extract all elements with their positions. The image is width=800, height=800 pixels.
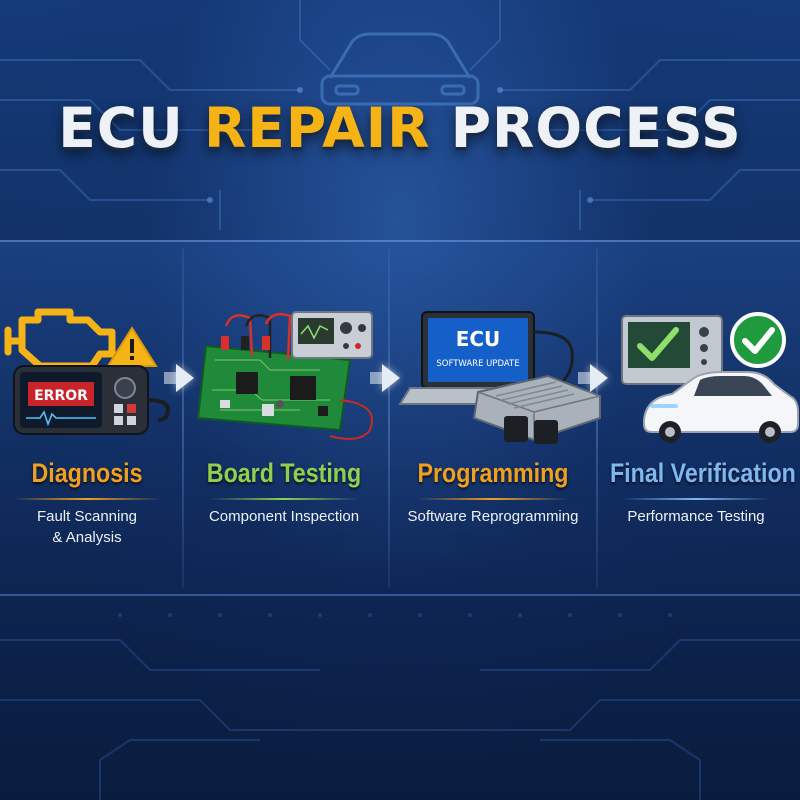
flow-arrow-tail xyxy=(164,372,178,384)
flow-arrow-icon xyxy=(590,364,608,392)
step-underline xyxy=(621,498,771,500)
title-word-repair: REPAIR xyxy=(203,96,431,160)
step-underline xyxy=(12,498,162,500)
step-subtitle-diagnosis: Fault Scanning & Analysis xyxy=(36,508,138,546)
flow-arrow-icon xyxy=(382,364,400,392)
page-title: ECU REPAIR PROCESS xyxy=(0,96,800,160)
step-subtitle-board-testing: Component Inspection xyxy=(208,508,360,525)
title-word-ecu: ECU xyxy=(58,96,184,160)
step-underline xyxy=(418,498,568,500)
car-silhouette-icon xyxy=(320,32,480,106)
title-word-process: PROCESS xyxy=(450,96,742,160)
step-subtitle-programming: Software Reprogramming xyxy=(407,508,579,525)
step-title-programming: Programming xyxy=(417,458,569,488)
laptop-ecu-text: ECU xyxy=(456,327,501,351)
step-subtitle-final-verification: Performance Testing xyxy=(627,508,765,525)
flow-arrow-tail xyxy=(370,372,384,384)
step-title-final-verification: Final Verification xyxy=(610,458,796,488)
flow-arrow-icon xyxy=(176,364,194,392)
step-divider xyxy=(182,248,184,588)
step-underline xyxy=(209,498,359,500)
step-title-board-testing: Board Testing xyxy=(206,458,362,488)
step-title-diagnosis: Diagnosis xyxy=(31,458,143,488)
flow-arrow-tail xyxy=(578,372,592,384)
laptop-update-text: SOFTWARE UPDATE xyxy=(436,359,519,369)
step-divider xyxy=(388,248,390,588)
scanner-error-text: ERROR xyxy=(34,388,88,404)
